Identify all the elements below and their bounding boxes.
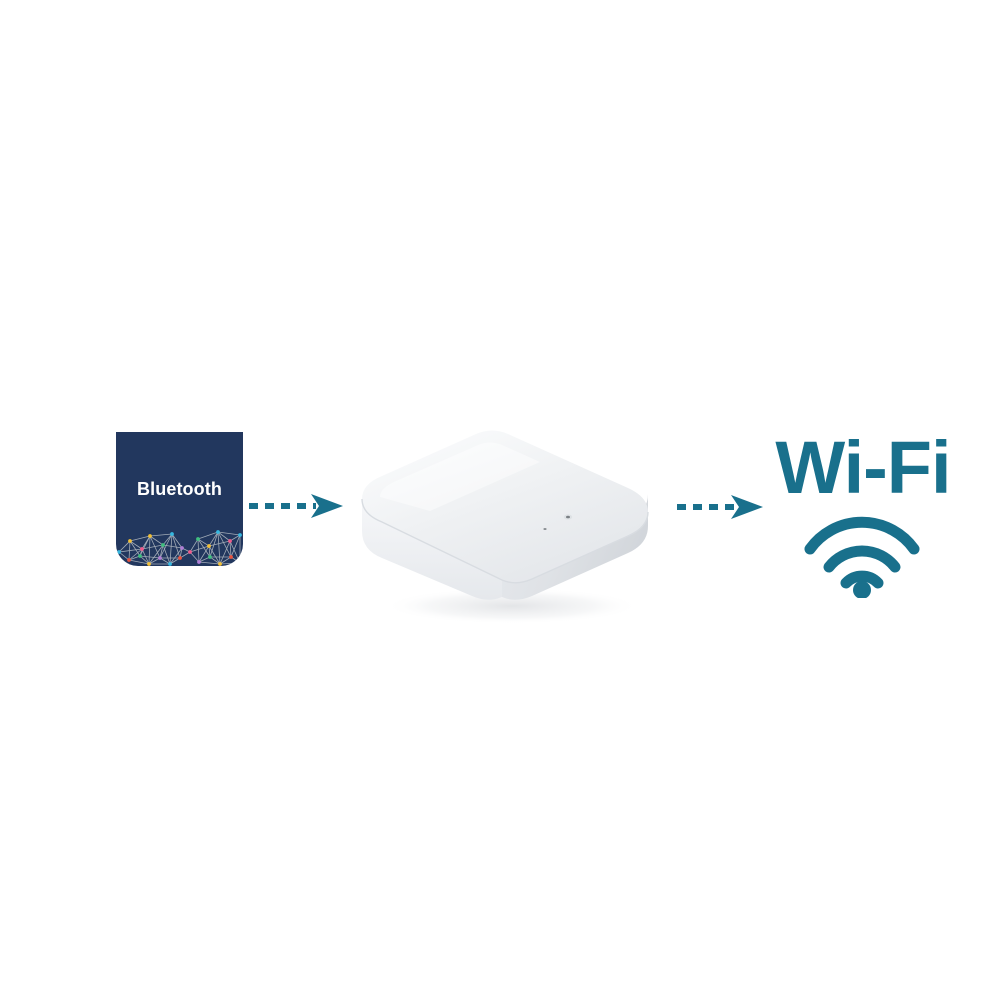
network-mesh-graphic xyxy=(117,530,242,566)
led-indicator-secondary xyxy=(543,528,547,530)
device-top-face xyxy=(362,430,648,583)
dashed-arrow-bluetooth-to-gateway xyxy=(249,494,343,518)
device-left-side xyxy=(362,499,502,600)
gateway-device xyxy=(361,430,649,624)
dashed-arrow-gateway-to-wifi xyxy=(677,495,763,519)
device-top-highlight xyxy=(380,442,540,511)
device-edge-seam xyxy=(361,498,649,584)
wifi-wordmark: Wi-Fi xyxy=(775,426,951,509)
wifi-signal-dot xyxy=(853,581,871,598)
bluetooth-card: Bluetooth xyxy=(116,432,243,566)
wifi-logo-group: Wi-Fi xyxy=(752,428,974,600)
device-shadow xyxy=(384,588,640,624)
led-indicator-primary xyxy=(566,515,570,519)
bluetooth-card-label: Bluetooth xyxy=(137,479,222,499)
wifi-signal-icon xyxy=(804,516,920,598)
